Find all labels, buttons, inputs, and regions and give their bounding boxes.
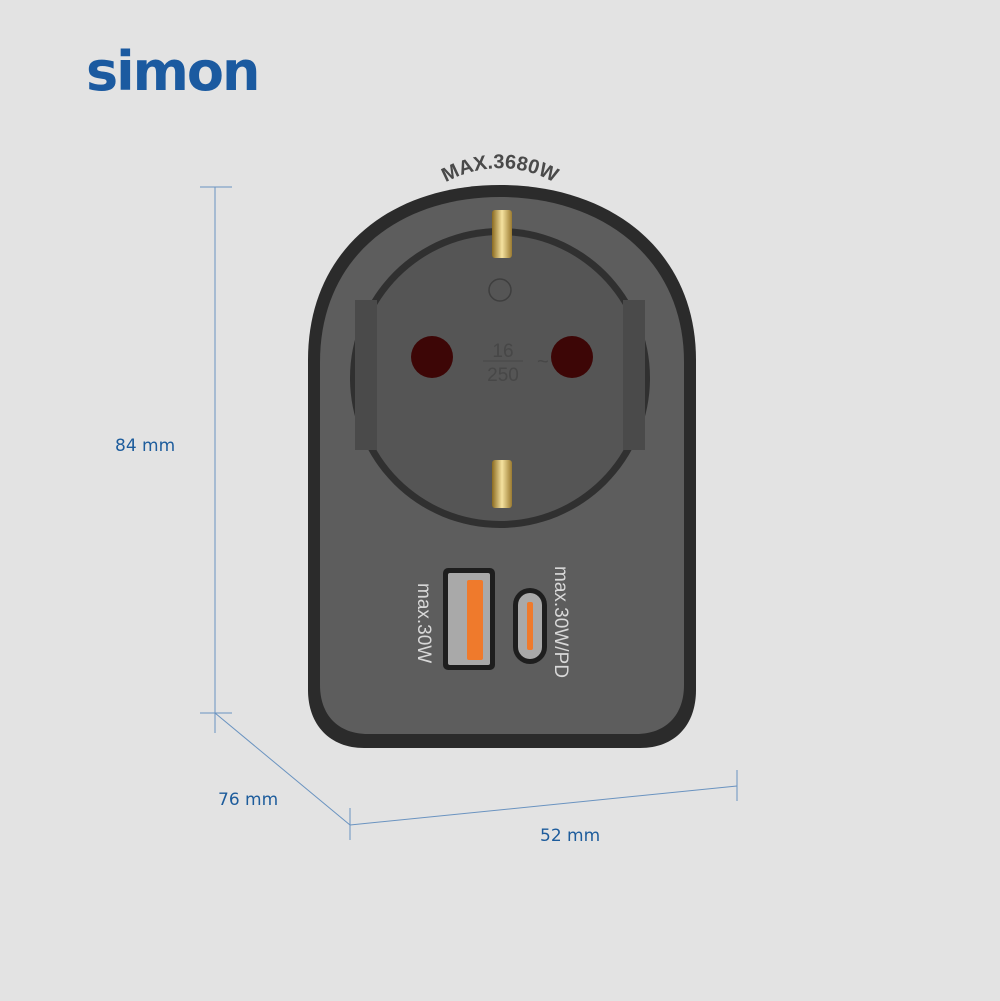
earth-symbol-icon (488, 278, 512, 302)
earth-contact-top (492, 210, 512, 258)
usb-a-tongue (467, 580, 483, 660)
neutral-pin-hole (551, 336, 593, 378)
rating-volts: 250 (487, 365, 519, 386)
width-label: 52 mm (540, 826, 601, 846)
rating-amps: 16 (492, 341, 513, 362)
simon-logo: simon (86, 40, 260, 103)
earth-contact-bottom (492, 460, 512, 508)
usb-a-label: max.30W (413, 583, 434, 663)
side-groove-left (355, 300, 377, 450)
usb-c-tongue (527, 602, 533, 650)
rating-text: MAX.3680W (438, 151, 561, 187)
depth-label: 76 mm (218, 790, 279, 810)
socket-recess (357, 235, 643, 521)
usb-c-label: max.30W/PD (550, 566, 571, 678)
depth-line (214, 712, 351, 826)
width-line (349, 785, 738, 826)
side-groove-right (623, 300, 645, 450)
ac-symbol: ~ (537, 351, 549, 373)
live-pin-hole (411, 336, 453, 378)
height-label: 84 mm (115, 436, 176, 456)
